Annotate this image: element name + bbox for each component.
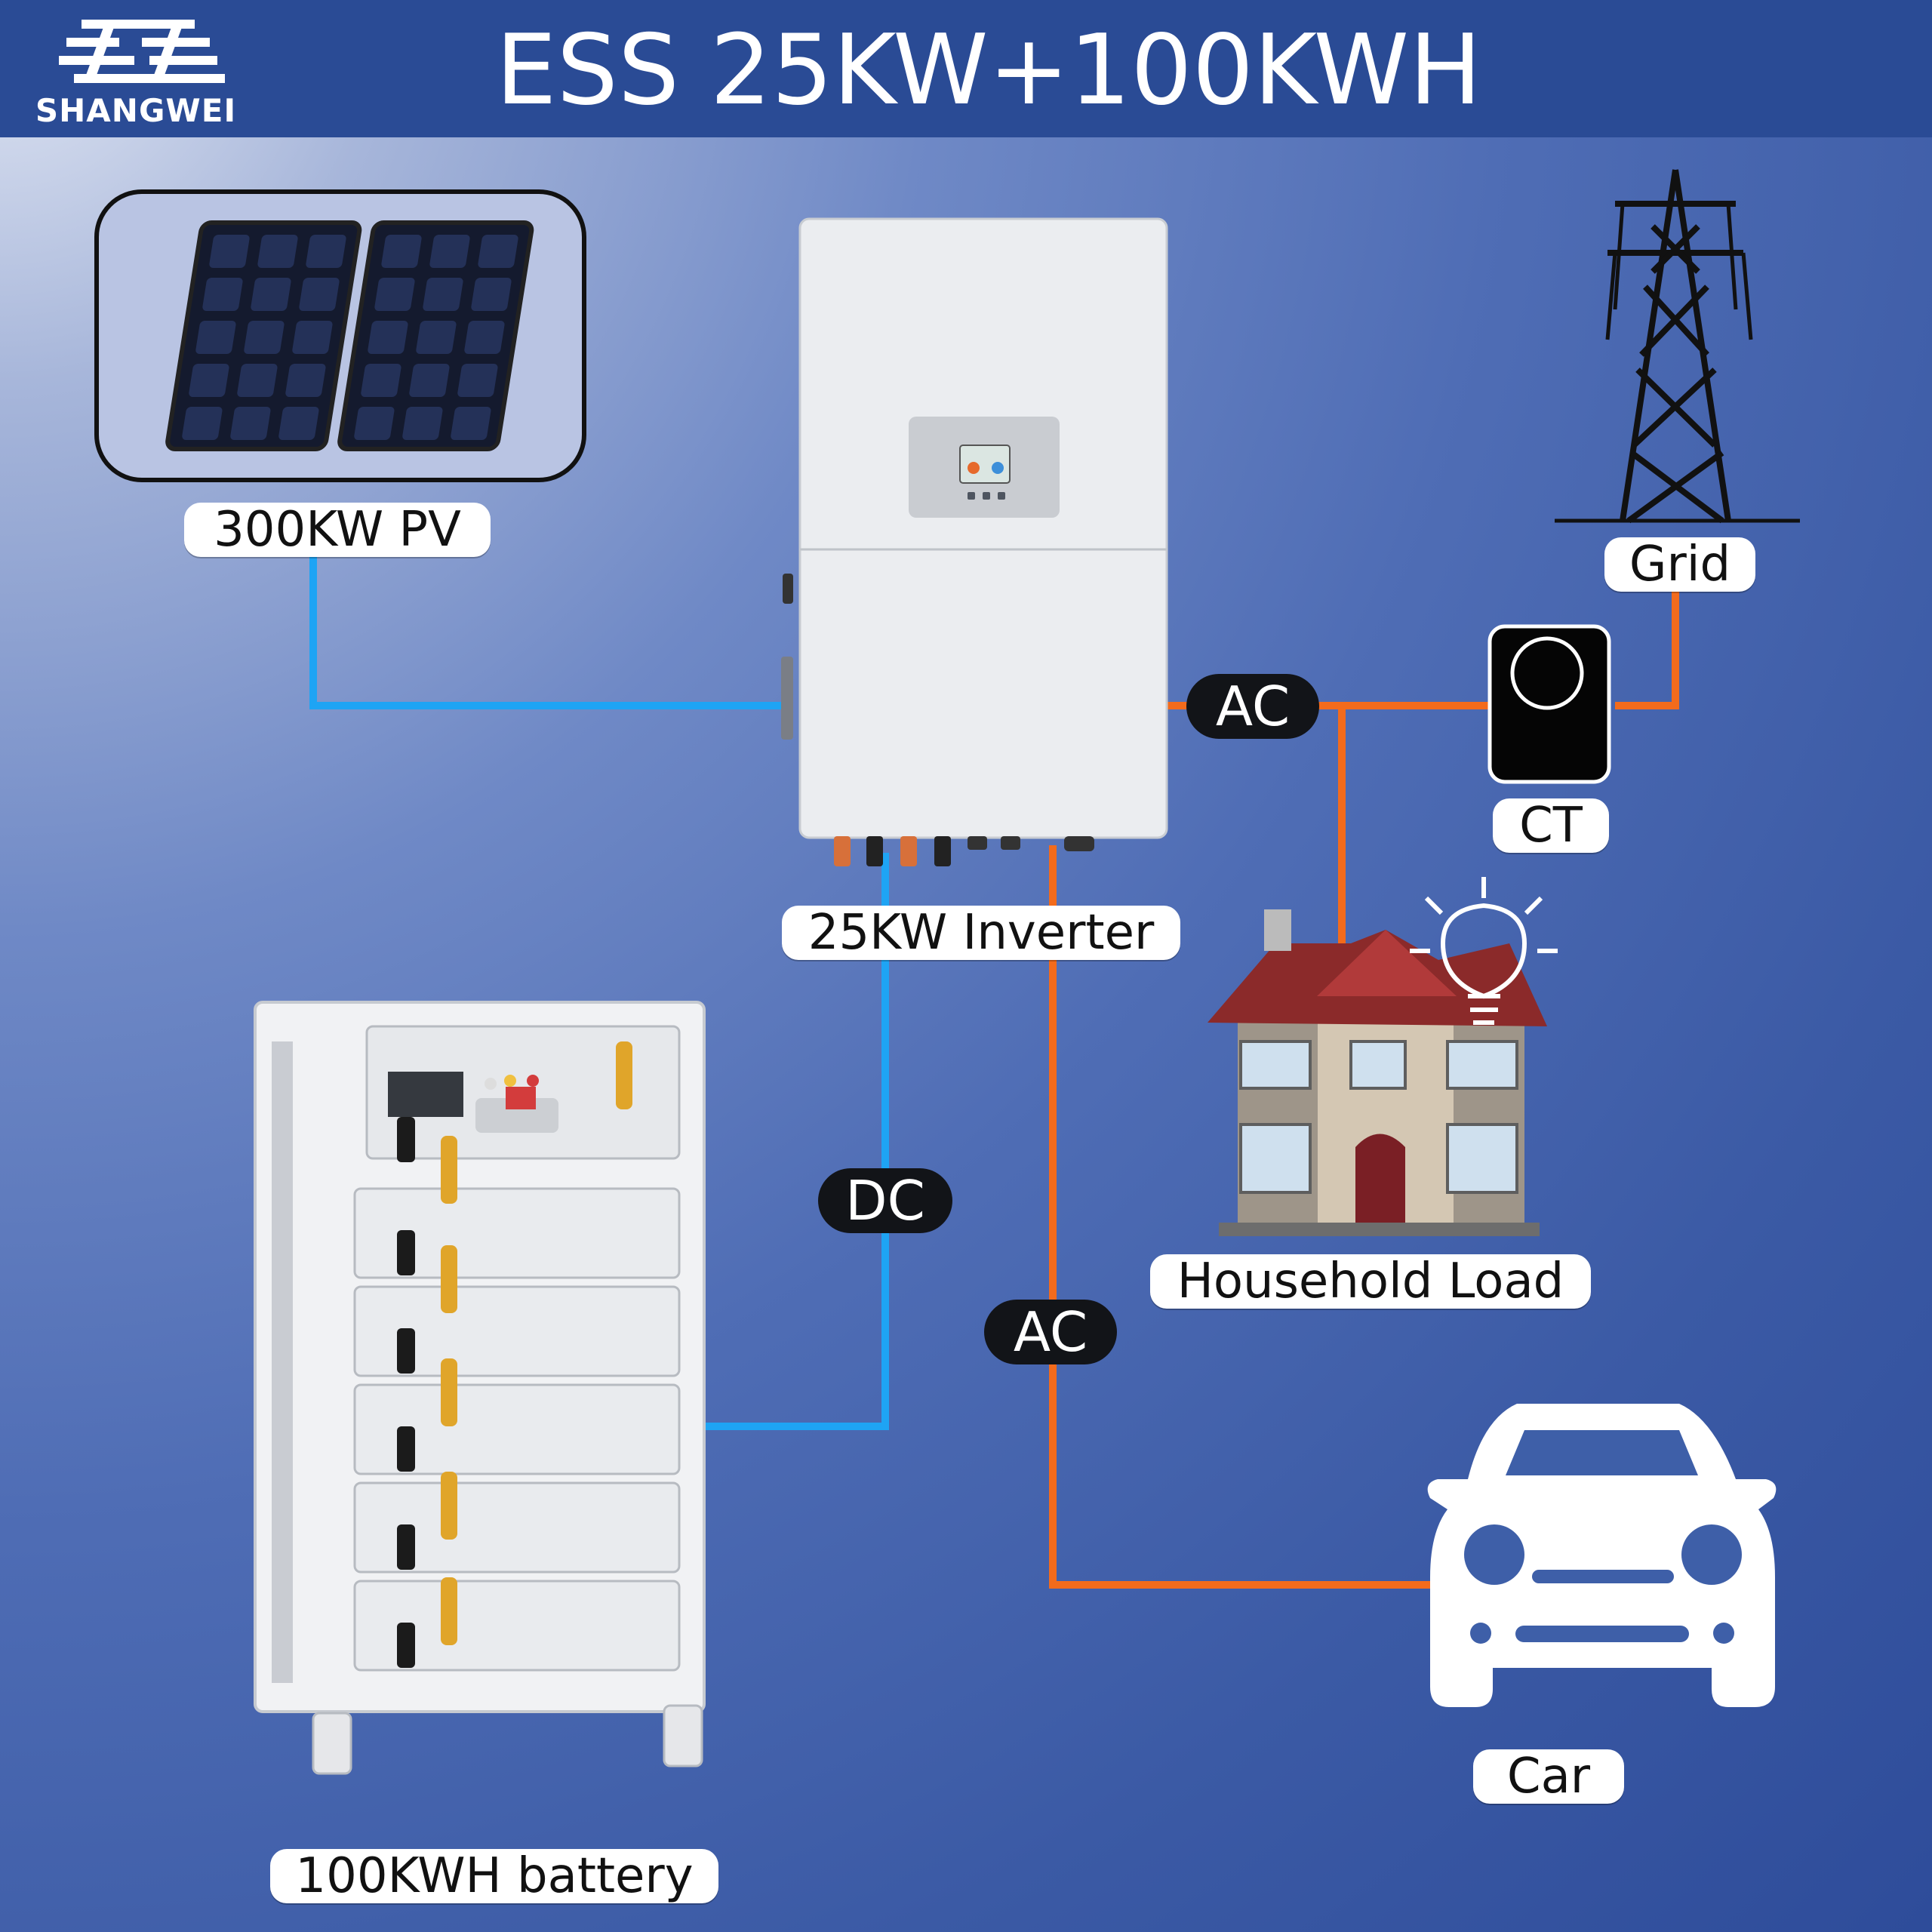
ct-meter-icon (1487, 624, 1611, 784)
grid-tower-icon (1555, 169, 1800, 524)
page-title: ESS 25KW+100KWH (495, 14, 1482, 127)
dc-badge: DC (818, 1168, 952, 1233)
grid-label: Grid (1604, 537, 1755, 592)
car-icon (1427, 1404, 1777, 1707)
battery-rack-icon (254, 1001, 706, 1775)
light-bulb-icon (1410, 877, 1558, 1025)
battery-to-inverter-dc-line (702, 853, 889, 1430)
household-label: Household Load (1150, 1254, 1591, 1309)
ct-label: CT (1493, 798, 1609, 853)
car-label: Car (1473, 1749, 1624, 1804)
solar-panel-icon (94, 189, 586, 482)
battery-label: 100KWH battery (270, 1849, 718, 1903)
pv-label: 300KW PV (184, 503, 491, 557)
pv-to-inverter-dc-line (309, 551, 789, 709)
inverter-to-car-ac-line (1049, 845, 1430, 1589)
brand-name: SHANGWEI (35, 92, 237, 129)
household-house-icon (1208, 909, 1547, 1236)
shangwei-logo-icon (59, 20, 225, 83)
inverter-icon (781, 217, 1168, 866)
ac-top-badge: AC (1186, 674, 1319, 739)
ac-bottom-badge: AC (984, 1300, 1117, 1364)
header-bar: SHANGWEI ESS 25KW+100KWH (0, 0, 1932, 137)
inverter-label: 25KW Inverter (782, 906, 1180, 960)
